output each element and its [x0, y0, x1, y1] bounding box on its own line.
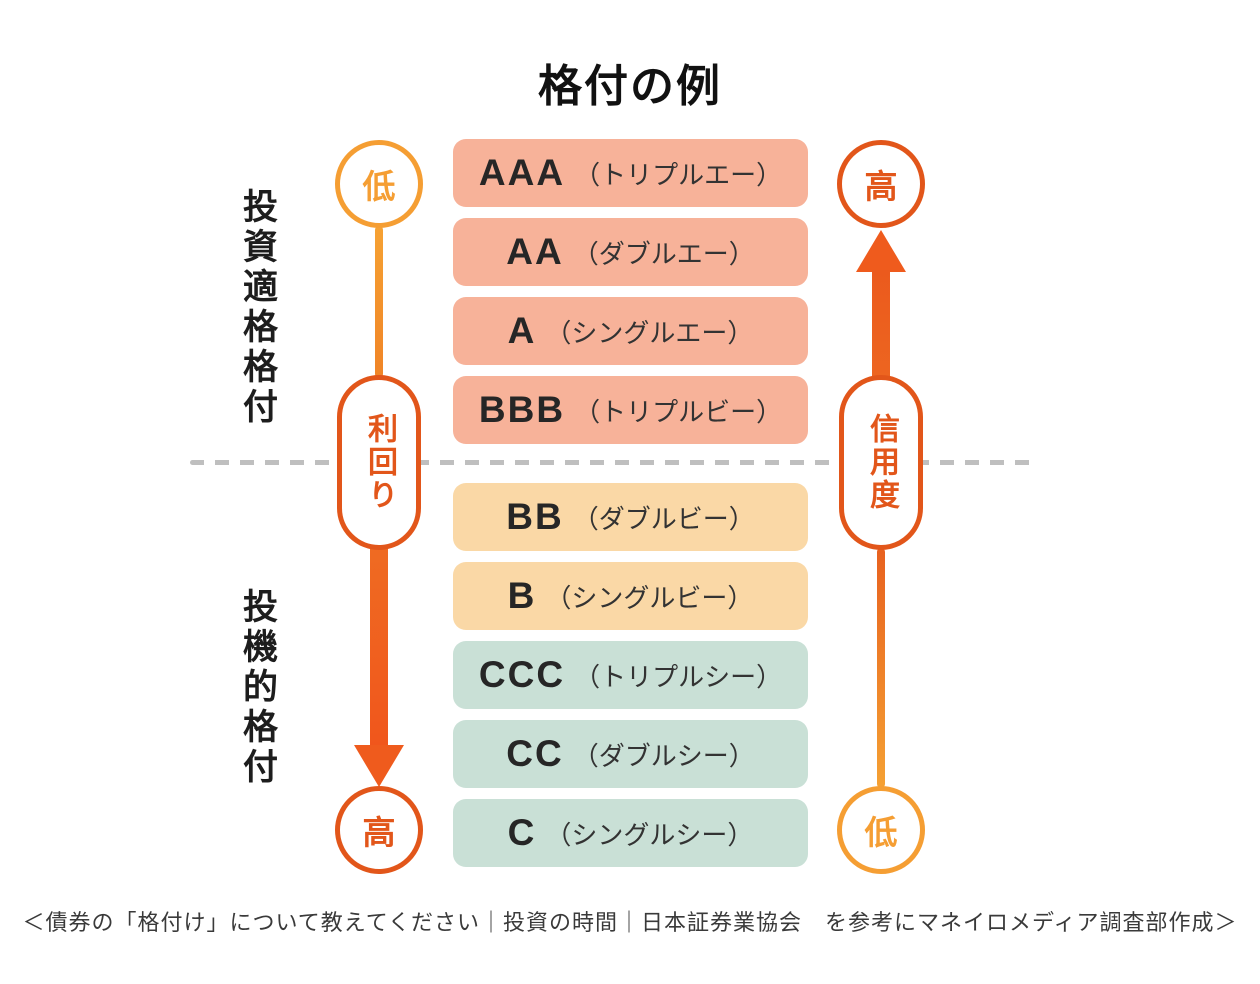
rating-code: AA	[506, 231, 564, 272]
rating-row-a: A （シングルエー）	[453, 297, 808, 365]
rating-reading: （トリプルエー）	[574, 159, 783, 190]
rating-row-c: C （シングルシー）	[453, 799, 808, 867]
rating-row-bbb: BBB （トリプルビー）	[453, 376, 808, 444]
credit-low-badge: 低	[837, 786, 925, 874]
rating-row-ccc: CCC （トリプルシー）	[453, 641, 808, 709]
yield-connector-line	[375, 226, 383, 378]
rating-row-aa: AA （ダブルエー）	[453, 218, 808, 286]
yield-high-badge: 高	[335, 786, 423, 874]
source-caption: ＜債券の「格付け」について教えてください｜投資の時間｜日本証券業協会 を参考にマ…	[22, 910, 1238, 935]
down-arrow-head-icon	[354, 745, 404, 787]
grade-divider-dashed-line	[190, 460, 1032, 465]
group-label-investment-grade: 投資適格格付	[238, 188, 277, 428]
rating-code: BBB	[478, 389, 566, 430]
rating-reading: （ダブルシー）	[572, 740, 755, 771]
rating-reading: （シングルビー）	[545, 582, 754, 613]
rating-code: CCC	[478, 654, 566, 695]
rating-row-aaa: AAA （トリプルエー）	[453, 139, 808, 207]
credit-connector-line	[877, 548, 885, 788]
rating-code: B	[507, 575, 537, 616]
rating-code: A	[507, 310, 537, 351]
up-arrow-icon	[872, 270, 890, 377]
rating-reading: （シングルシー）	[545, 819, 754, 850]
rating-code: AAA	[478, 152, 566, 193]
page-title: 格付の例	[538, 62, 722, 111]
credit-axis-label: 信用度	[839, 375, 923, 550]
up-arrow-head-icon	[856, 230, 906, 272]
down-arrow-icon	[370, 547, 388, 747]
rating-code: C	[507, 812, 537, 853]
rating-ladder: AAA （トリプルエー） AA （ダブルエー） A （シングルエー） BBB （…	[453, 139, 808, 867]
rating-code: BB	[506, 496, 564, 537]
yield-low-badge: 低	[335, 140, 423, 228]
rating-reading: （ダブルビー）	[572, 503, 755, 534]
rating-reading: （ダブルエー）	[572, 238, 755, 269]
rating-row-bb: BB （ダブルビー）	[453, 483, 808, 551]
yield-axis-label: 利回り	[337, 375, 421, 550]
rating-code: CC	[506, 733, 564, 774]
rating-row-b: B （シングルビー）	[453, 562, 808, 630]
group-label-speculative-grade: 投機的格付	[238, 588, 277, 788]
rating-reading: （トリプルシー）	[574, 661, 783, 692]
rating-reading: （シングルエー）	[545, 317, 754, 348]
credit-high-badge: 高	[837, 140, 925, 228]
rating-reading: （トリプルビー）	[574, 396, 783, 427]
rating-row-cc: CC （ダブルシー）	[453, 720, 808, 788]
